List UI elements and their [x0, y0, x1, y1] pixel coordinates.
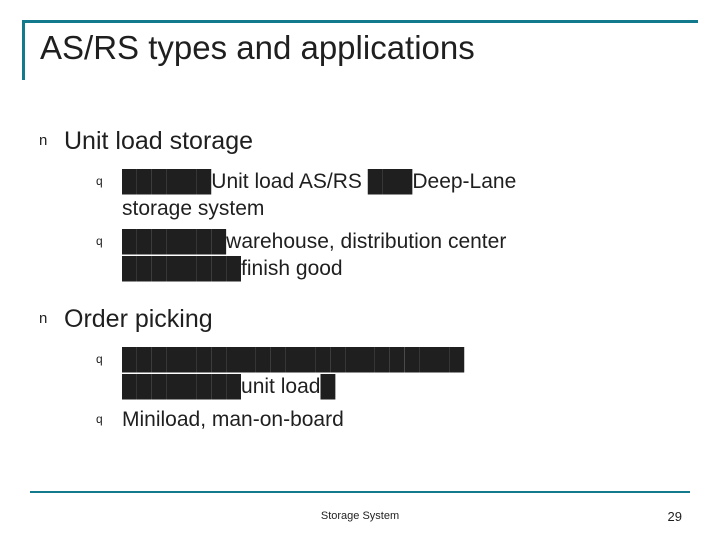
page-number: 29 — [667, 509, 682, 524]
bottom-accent-rule — [30, 491, 690, 493]
section-heading-order-picking: n Order picking — [36, 304, 716, 334]
tofu-run: ███████████████████████ — [122, 347, 465, 371]
bullet-marker-hollow-square: q — [96, 174, 103, 188]
tofu-run: ██████ — [122, 169, 212, 193]
top-accent-rule — [22, 20, 698, 23]
footer-title: Storage System — [320, 510, 400, 522]
list-item-text-mid: Unit load AS/RS — [211, 170, 368, 193]
section-heading-label: Order picking — [64, 305, 213, 333]
list-item: q ███████warehouse, distribution center … — [96, 228, 716, 282]
bullet-marker-square: n — [39, 132, 48, 149]
bullet-marker-square: n — [39, 310, 48, 327]
slide-body: n Unit load storage q ██████Unit load AS… — [36, 126, 716, 433]
list-item-text-post: Deep-Lane — [412, 170, 517, 193]
list-item: q ███████████████████████ ████████unit l… — [96, 346, 716, 400]
page-title: AS/RS types and applications — [40, 29, 475, 66]
tofu-run: ███ — [367, 169, 413, 193]
tofu-run: ███████ — [122, 229, 227, 253]
tofu-run: ████████ — [122, 256, 242, 280]
list-item-text: ██████Unit load AS/RS ███Deep-Lane stora… — [122, 168, 516, 222]
list-item-text: ███████████████████████ ████████unit loa… — [122, 346, 464, 400]
list-item-text-post: warehouse, distribution center — [226, 230, 507, 253]
tofu-run: █ — [320, 374, 336, 398]
list-item: q ██████Unit load AS/RS ███Deep-Lane sto… — [96, 168, 716, 222]
section-heading-label: Unit load storage — [64, 127, 254, 155]
list-item-text-post: unit load — [241, 375, 321, 398]
list-item-text-post: finish good — [241, 257, 343, 280]
list-item-text: Miniload, man-on-board — [122, 408, 344, 431]
bullet-marker-hollow-square: q — [96, 234, 103, 248]
bullet-marker-hollow-square: q — [96, 352, 103, 366]
list-item-text: ███████warehouse, distribution center ██… — [122, 228, 506, 282]
tofu-run: ████████ — [122, 374, 242, 398]
left-accent-rule — [22, 20, 25, 80]
list-item-text-line2: storage system — [122, 197, 265, 220]
bullet-marker-hollow-square: q — [96, 412, 103, 426]
section-heading-unit-load-storage: n Unit load storage — [36, 126, 716, 156]
list-item: q Miniload, man-on-board — [96, 406, 716, 433]
